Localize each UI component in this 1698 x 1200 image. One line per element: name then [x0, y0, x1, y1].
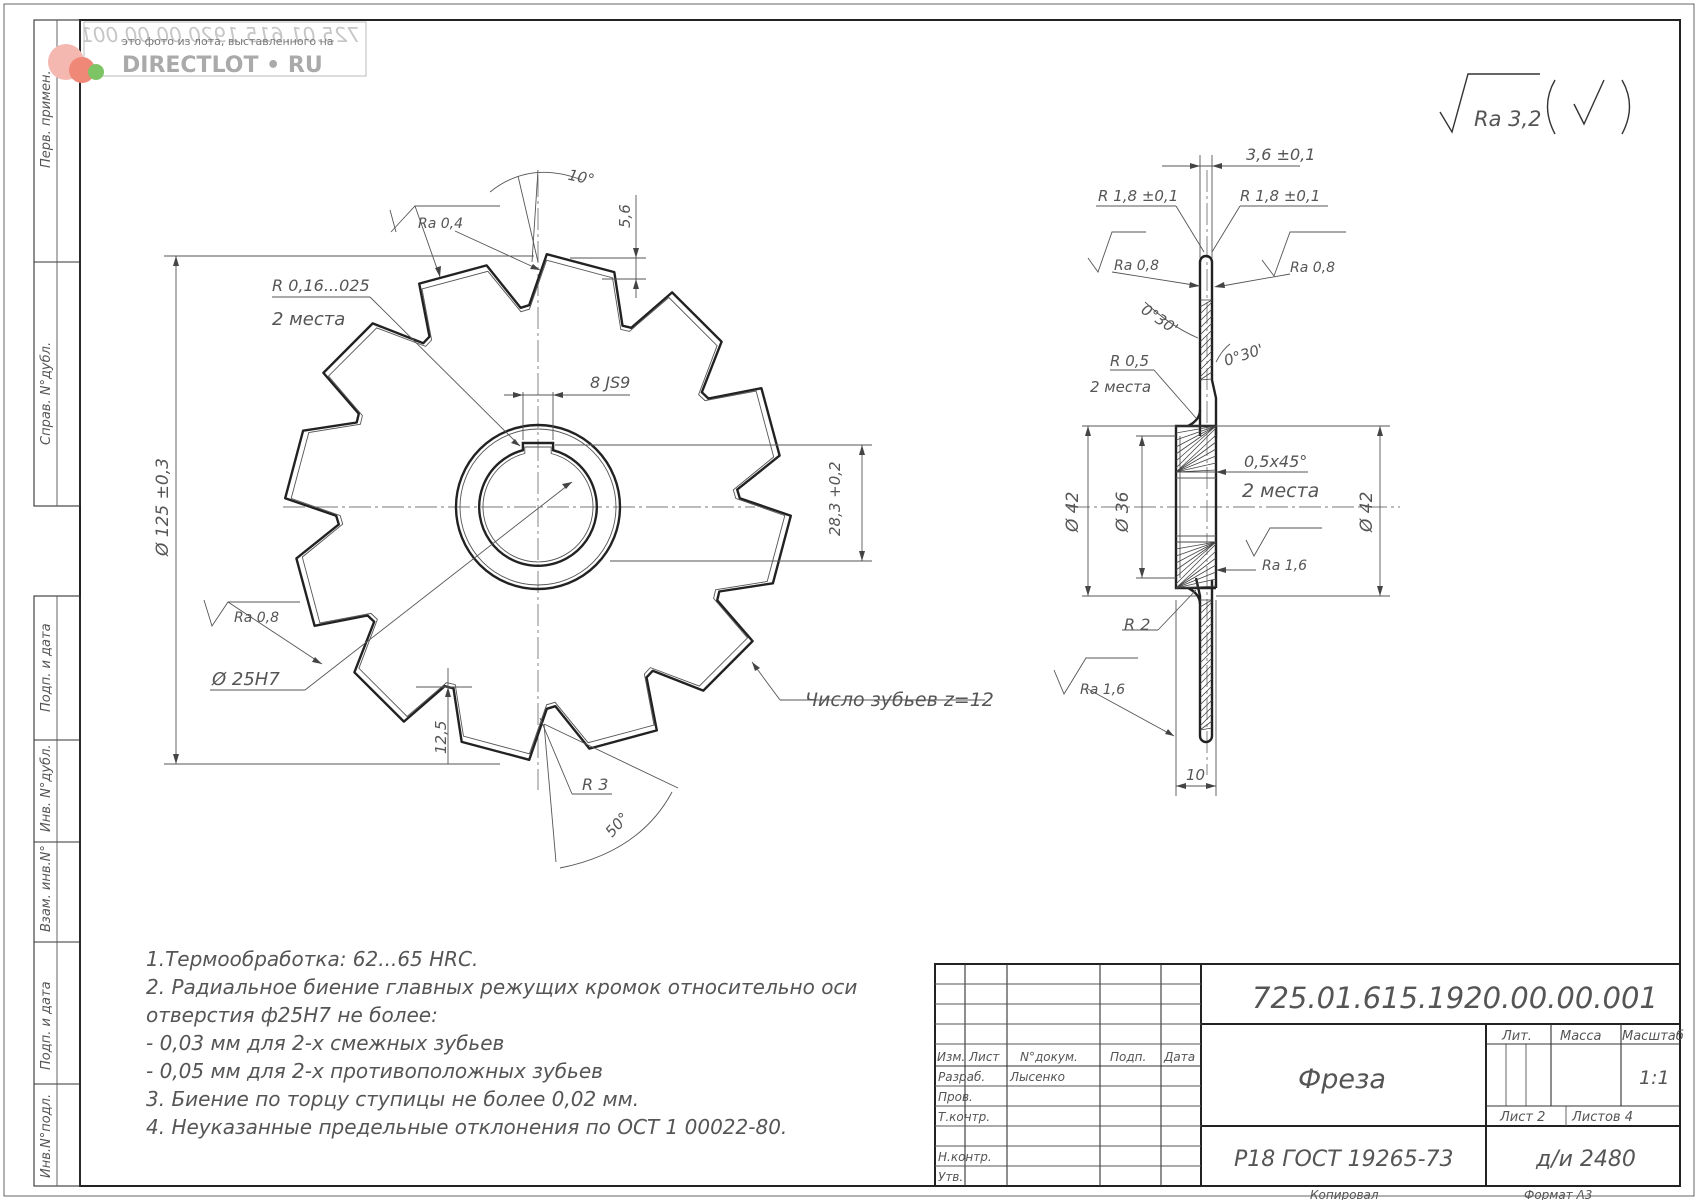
hub-section — [1174, 409, 1218, 605]
razrab-name: Лысенко — [1009, 1070, 1065, 1084]
angle-left: 0°30' — [1138, 300, 1181, 337]
squirrel-logo-icon — [48, 44, 104, 83]
stamp-vzam: Взам. инв.N° — [39, 845, 54, 932]
places-side-2: 2 места — [1242, 480, 1319, 502]
angle-right: 0°30' — [1222, 340, 1266, 370]
hdr-ndoc: N°докум. — [1020, 1050, 1078, 1064]
hdr-podp: Подп. — [1110, 1050, 1146, 1064]
part-name: Фреза — [1298, 1064, 1386, 1095]
ra-left: Ra 0,8 — [234, 610, 279, 626]
hdr-izm: Изм. — [937, 1050, 965, 1064]
watermark-number: 725.01.615.1920.00.00.001 — [80, 23, 360, 47]
watermark-brand: DIRECTLOT • RU — [122, 53, 323, 78]
note-2c: - 0,03 мм для 2-х смежных зубьев — [146, 1031, 504, 1055]
nkontr-label: Н.контр. — [938, 1150, 992, 1164]
r18-left: R 1,8 ±0,1 — [1098, 187, 1178, 205]
places-note: 2 места — [272, 309, 345, 330]
cutter-outline — [284, 252, 792, 761]
radius-r3: R 3 — [582, 775, 608, 794]
side-view: 3,6 ±0,1 R 1,8 ±0,1 R 1,8 ±0,1 Ra 0,8 Ra… — [1053, 145, 1400, 796]
web-section — [1194, 254, 1218, 744]
bore-dia: Ø 25H7 — [211, 669, 280, 690]
note-2b: отверстия ф25H7 не более: — [146, 1003, 438, 1027]
dim-5-6: 5,6 — [616, 204, 634, 228]
places-side-1: 2 места — [1090, 378, 1151, 396]
chamfer: 0,5x45° — [1244, 452, 1307, 471]
note-1: 1.Термообработка: 62...65 HRC. — [146, 947, 478, 971]
general-roughness: Ra 3,2 — [1439, 73, 1631, 135]
doc-number: 725.01.615.1920.00.00.001 — [1252, 981, 1658, 1015]
cutter-outline-inner — [290, 259, 786, 755]
ra-side-left: Ra 0,8 — [1114, 258, 1159, 274]
tkontr-label: Т.контр. — [938, 1110, 990, 1124]
ra-side-right: Ra 0,8 — [1290, 260, 1335, 276]
format-label: Формат А3 — [1524, 1188, 1592, 1200]
mass-label: Масса — [1560, 1029, 1601, 1044]
technical-notes: 1.Термообработка: 62...65 HRC. 2. Радиал… — [146, 947, 857, 1139]
r2: R 2 — [1124, 615, 1150, 634]
outer-border — [3, 3, 1695, 1197]
keyway-dim: 8 JS9 — [590, 373, 630, 392]
ra-hub: Ra 1,6 — [1262, 558, 1307, 574]
lit-label: Лит. — [1501, 1029, 1532, 1044]
watermark: 725.01.615.1920.00.00.001 это фото из ло… — [48, 21, 367, 83]
watermark-caption: это фото из лота, выставленного на — [122, 35, 334, 48]
hdr-data: Дата — [1163, 1050, 1195, 1064]
note-2: 2. Радиальное биение главных режущих кро… — [146, 975, 857, 999]
bore-with-keyway — [478, 441, 598, 568]
copied-label: Копировал — [1310, 1188, 1379, 1200]
dim-12-5: 12,5 — [432, 721, 450, 754]
stamp-inv-podl: Инв.N°подл. — [39, 1094, 54, 1178]
ra-bottom: Ra 1,6 — [1080, 682, 1125, 698]
hdr-list: Лист — [968, 1050, 1000, 1064]
roughness-general-value: Ra 3,2 — [1474, 107, 1542, 131]
material: Р18 ГОСТ 19265-73 — [1234, 1147, 1454, 1172]
hub-circle — [454, 423, 622, 591]
title-block: 725.01.615.1920.00.00.001 Фреза Р18 ГОСТ… — [934, 963, 1684, 1200]
section-hatching — [1175, 299, 1217, 731]
side-stamp-strip: Перв. примен. Справ. N°дубл. Подп. и дат… — [33, 19, 81, 1187]
sheet-label: Лист 2 — [1499, 1110, 1545, 1125]
scale-value: 1:1 — [1639, 1067, 1670, 1089]
organization: д/и 2480 — [1535, 1147, 1636, 1172]
angle-50: 50° — [602, 809, 633, 841]
r05: R 0,5 — [1110, 352, 1149, 370]
note-4: 4. Неуказанные предельные отклонения по … — [146, 1115, 787, 1139]
sheets-label: Листов 4 — [1571, 1110, 1633, 1125]
stamp-podp2: Подп. и дата — [39, 981, 54, 1070]
dia42-left: Ø 42 — [1063, 492, 1083, 533]
dia-125: Ø 125 ±0,3 — [153, 458, 173, 557]
stamp-podp1: Подп. и дата — [39, 623, 54, 712]
note-3: 3. Биение по торцу ступицы не более 0,02… — [146, 1087, 639, 1111]
r18-right: R 1,8 ±0,1 — [1240, 187, 1320, 205]
stamp-perv: Перв. примен. — [39, 70, 54, 168]
dim-10: 10 — [1186, 766, 1205, 784]
dim-3-6: 3,6 ±0,1 — [1246, 145, 1315, 164]
dia36: Ø 36 — [1113, 491, 1133, 533]
prov-label: Пров. — [938, 1090, 973, 1104]
teeth-count: Число зубьев z=12 — [805, 689, 994, 711]
front-view: 10° 5,6 Ra 0,4 R 0,16...025 2 места 8 JS… — [153, 166, 994, 869]
utv-label: Утв. — [938, 1170, 963, 1184]
angle-10: 10° — [566, 166, 596, 189]
scale-label: Масштаб — [1622, 1029, 1684, 1044]
dim-28-3: 28,3 +0,2 — [826, 461, 844, 536]
stamp-inv-dubl: Инв. N°дубл. — [39, 744, 54, 832]
stamp-sprav: Справ. N°дубл. — [39, 342, 54, 445]
note-2d: - 0,05 мм для 2-х противоположных зубьев — [146, 1059, 603, 1083]
ra-top: Ra 0,4 — [418, 216, 463, 232]
radius-note: R 0,16...025 — [272, 276, 370, 295]
hub-circle-inner — [459, 428, 617, 586]
razrab-label: Разраб. — [938, 1070, 985, 1084]
dia42-right: Ø 42 — [1357, 492, 1377, 533]
